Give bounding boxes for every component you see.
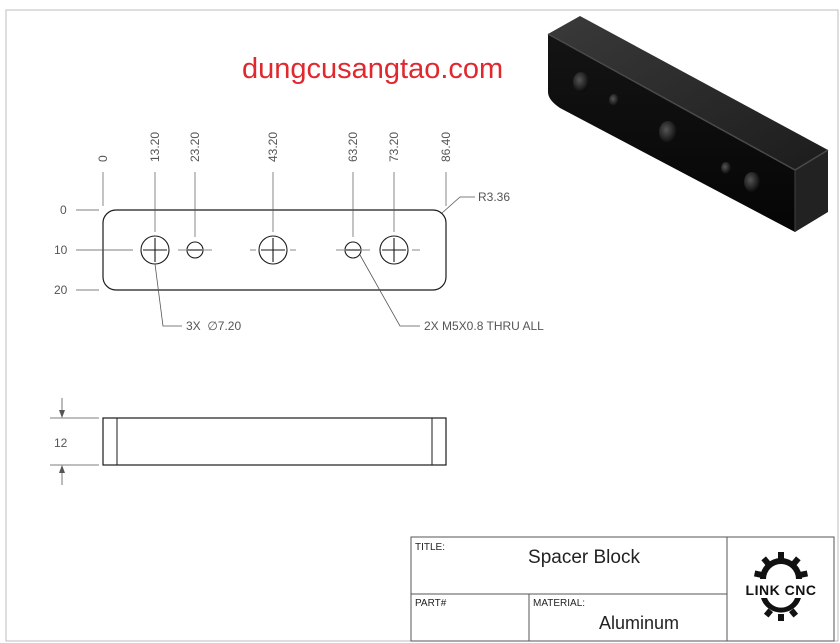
- x-dim-5: 73.20: [387, 132, 401, 162]
- hole-callout-small: 2X M5X0.8 THRU ALL: [424, 319, 544, 333]
- part-hole-5: [744, 172, 760, 192]
- thickness-dimension: 12: [54, 436, 68, 450]
- side-view: [50, 398, 447, 485]
- part-hole-1: [573, 72, 589, 92]
- material-value: Aluminum: [599, 613, 679, 633]
- logo-text: LINK CNC: [746, 582, 817, 598]
- top-view: [76, 172, 475, 327]
- part-top-face: [548, 16, 828, 170]
- title-label: TITLE:: [415, 542, 445, 553]
- x-dim-2: 23.20: [188, 132, 202, 162]
- x-extension-lines: [102, 172, 447, 237]
- link-cnc-logo: LINK CNC: [746, 552, 817, 621]
- y-extension-lines: [76, 209, 133, 291]
- hole-callout-large: 3X ∅7.20: [186, 319, 241, 333]
- y-dimension-labels: 0 10 20: [54, 203, 68, 297]
- y-dim-2: 20: [54, 283, 68, 297]
- leader-radius: [441, 196, 475, 214]
- x-dim-3: 43.20: [266, 132, 280, 162]
- holes-small: [186, 241, 362, 259]
- x-dim-0: 0: [96, 155, 110, 162]
- part-hole-2: [609, 94, 619, 106]
- x-dimension-labels: 0 13.20 23.20 43.20 63.20 73.20 86.40: [96, 132, 453, 162]
- title-block: [410, 536, 835, 642]
- hole-large-2: [258, 235, 288, 265]
- radius-note: R3.36: [478, 190, 510, 204]
- y-dim-1: 10: [54, 243, 68, 257]
- gear-icon: [753, 552, 809, 621]
- leader-large-holes: [154, 263, 182, 327]
- part-label: PART#: [415, 598, 447, 609]
- x-dim-1: 13.20: [148, 132, 162, 162]
- leader-small-holes: [359, 254, 420, 327]
- hole-large-3: [379, 235, 409, 265]
- material-label: MATERIAL:: [533, 598, 585, 609]
- part-hole-3: [659, 121, 677, 143]
- part-hole-4: [721, 162, 731, 174]
- y-dim-0: 0: [60, 203, 67, 217]
- side-view-outline: [102, 417, 447, 466]
- x-dim-4: 63.20: [346, 132, 360, 162]
- watermark-text: dungcusangtao.com: [242, 53, 503, 85]
- x-dim-6: 86.40: [439, 132, 453, 162]
- isometric-part-render: [547, 16, 829, 232]
- hole-small-1: [186, 241, 204, 259]
- hole-small-2: [344, 241, 362, 259]
- title-value: Spacer Block: [528, 547, 640, 568]
- part-end-face: [795, 150, 828, 232]
